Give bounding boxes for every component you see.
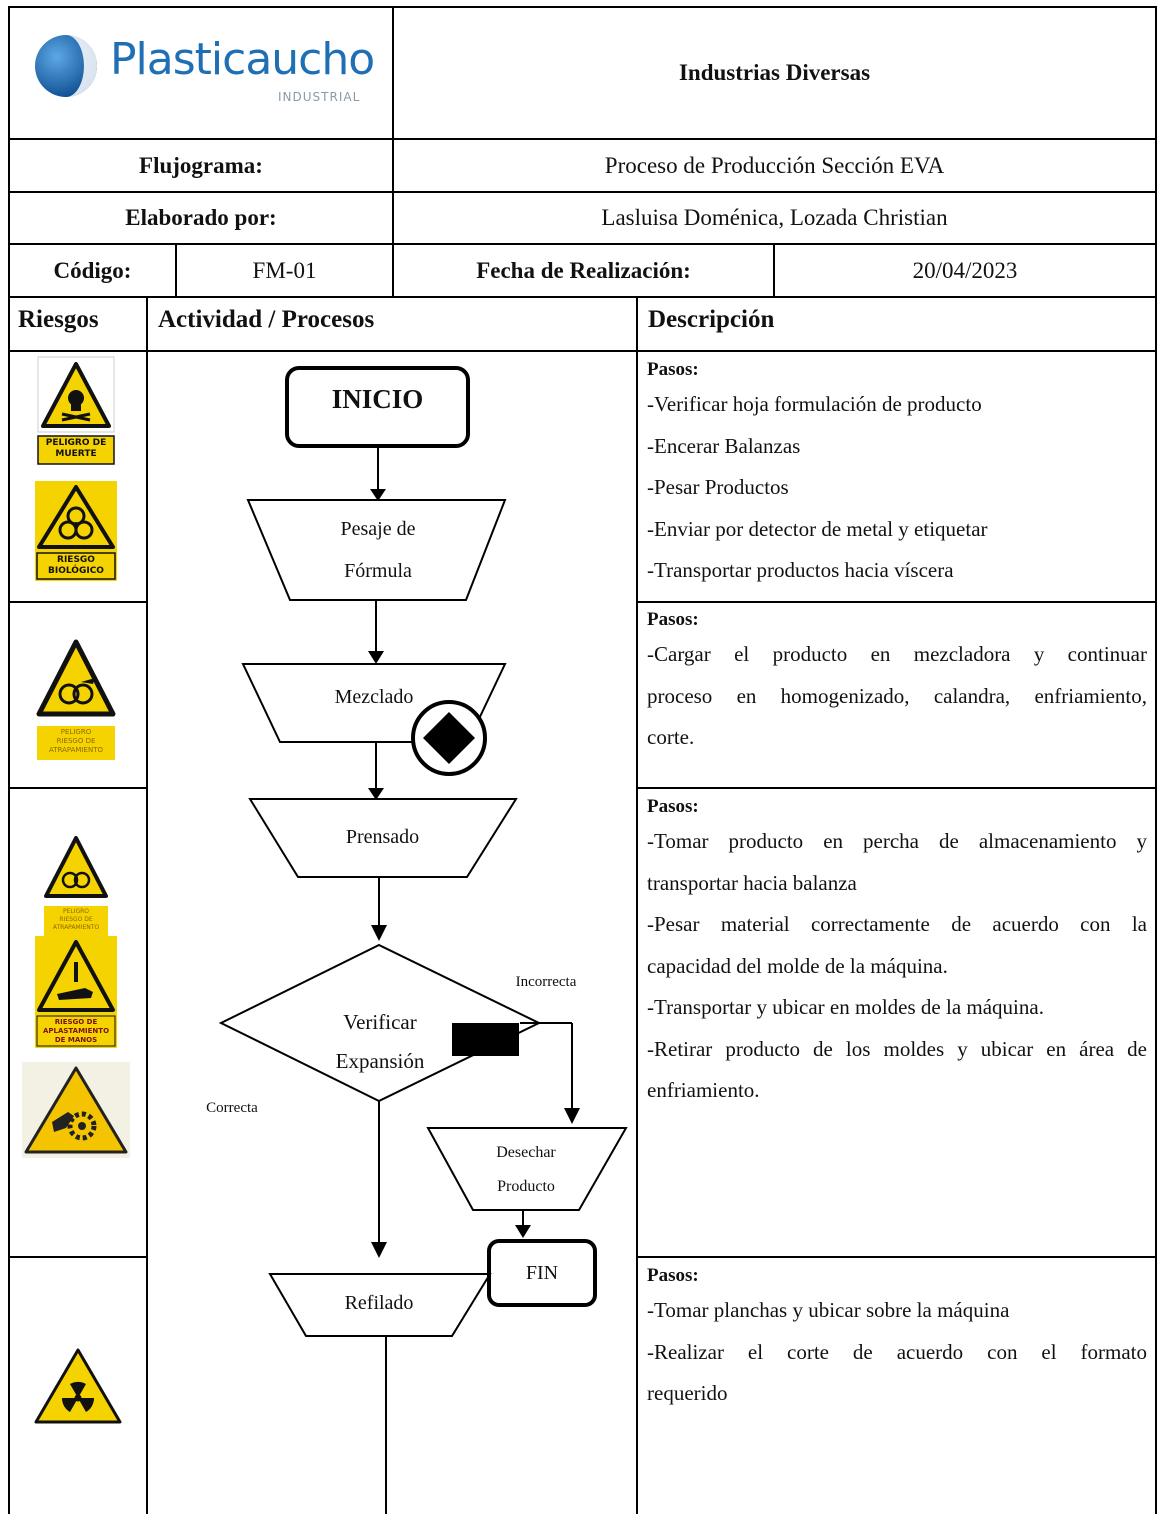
flow-value: Proceso de Producción Sección EVA: [604, 152, 945, 178]
description-block-1: Pasos: -Verificar hoja formulación de pr…: [647, 356, 1147, 592]
description-line: requerido: [647, 1381, 728, 1405]
description-line: -Cargar el producto en mezcladora y cont…: [647, 642, 1147, 666]
mixing-connector-icon: [411, 700, 487, 776]
sign-caption: PELIGRO RIESGO DE ATRAPAMIENTO: [45, 908, 107, 932]
sign-radiation: [34, 1346, 122, 1426]
decision-label-1: Verificar: [343, 1010, 417, 1034]
sign-gear-hazard: [22, 1062, 130, 1158]
code-value: FM-01: [252, 257, 317, 283]
logo-subtext: INDUSTRIAL: [278, 90, 361, 104]
author-label: Elaborado por:: [125, 205, 277, 230]
pressing-shape: [248, 798, 518, 878]
description-line: -Realizar el corte de acuerdo con el for…: [647, 1339, 1147, 1364]
description-block-3: Pasos: -Tomar producto en percha de alma…: [647, 793, 1147, 1112]
weighing-label-1: Pesaje de: [340, 518, 416, 540]
flow-label: Flujograma:: [139, 152, 263, 178]
radiation-icon: [34, 1346, 122, 1426]
description-line: enfriamiento.: [647, 1078, 760, 1102]
entrapment-icon: [42, 828, 110, 940]
entrapment-icon: [35, 622, 117, 762]
date-label: Fecha de Realización:: [476, 257, 691, 283]
sign-caption-line: ATRAPAMIENTO: [48, 746, 103, 754]
discard-label-2: Producto: [497, 1178, 555, 1195]
column-description: Descripción: [648, 306, 775, 333]
mixing-label: Mezclado: [334, 686, 414, 708]
sign-entrapment-small: PELIGRO RIESGO DE ATRAPAMIENTO: [42, 828, 110, 940]
gear-hazard-icon: [22, 1062, 130, 1158]
description-title: Pasos:: [647, 359, 699, 380]
description-line: -Enviar por detector de metal y etiqueta…: [647, 516, 988, 541]
company-logo: Plasticaucho INDUSTRIAL: [30, 30, 375, 110]
description-line: -Transportar y ubicar en moldes de la má…: [647, 995, 1044, 1019]
sign-hand-crush: RIESGO DE APLASTAMIENTO DE MANOS: [35, 936, 117, 1048]
description-block-4: Pasos: -Tomar planchas y ubicar sobre la…: [647, 1262, 1147, 1415]
sign-caption-line: DE MANOS: [54, 1036, 98, 1044]
author-value: Lasluisa Doménica, Lozada Christian: [601, 205, 948, 230]
description-title: Pasos:: [647, 609, 699, 630]
sign-death-hazard: PELIGRO DE MUERTE: [37, 356, 115, 466]
description-line: -Verificar hoja formulación de producto: [647, 392, 982, 416]
start-label: INICIO: [331, 384, 424, 414]
description-line: -Pesar Productos: [647, 475, 789, 499]
description-line: capacidad del molde de la máquina.: [647, 953, 948, 978]
description-line: -Encerar Balanzas: [647, 433, 801, 458]
biohazard-icon: [35, 481, 117, 581]
logo-mark-icon: [35, 35, 97, 97]
description-line: -Tomar planchas y ubicar sobre la máquin…: [647, 1298, 1010, 1322]
description-title: Pasos:: [647, 796, 699, 817]
skull-hazard-icon: [37, 356, 115, 465]
logo-text: Plasticaucho: [110, 34, 375, 85]
sign-caption-line: RIESGO DE: [59, 916, 93, 923]
sign-caption: PELIGRO DE MUERTE: [45, 438, 107, 459]
description-line: corte.: [647, 725, 695, 749]
date-value: 20/04/2023: [912, 257, 1018, 283]
description-line: -Pesar material correctamente de acuerdo…: [647, 912, 1147, 936]
code-label: Código:: [53, 257, 132, 283]
pressing-label: Prensado: [345, 826, 420, 848]
description-line: proceso en homogenizado, calandra, enfri…: [647, 683, 1147, 708]
sign-caption: RIESGO BIOLÓGICO: [48, 555, 104, 576]
weighing-label-2: Fórmula: [344, 560, 412, 582]
description-line: -Tomar producto en percha de almacenamie…: [647, 829, 1147, 853]
sign-caption: RIESGO DE APLASTAMIENTO DE MANOS: [38, 1018, 114, 1045]
weighing-shape: [246, 499, 507, 601]
sign-caption-line: RIESGO DE: [56, 737, 96, 745]
discard-shape: [426, 1127, 628, 1211]
decision-marker-box: [452, 1023, 519, 1056]
correct-label: Correcta: [206, 1100, 258, 1116]
sign-caption-line: PELIGRO: [60, 728, 92, 736]
description-line: -Retirar producto de los moldes y ubicar…: [647, 1036, 1147, 1061]
description-line: transportar hacia balanza: [647, 870, 857, 895]
column-risks: Riesgos: [18, 306, 99, 333]
sign-biohazard: RIESGO BIOLÓGICO: [35, 481, 117, 581]
description-block-2: Pasos: -Cargar el producto en mezcladora…: [647, 606, 1147, 759]
sign-entrapment: PELIGRO RIESGO DE ATRAPAMIENTO: [35, 622, 117, 762]
decision-label-2: Expansión: [335, 1049, 425, 1073]
description-title: Pasos:: [647, 1265, 699, 1286]
sign-caption-line: ATRAPAMIENTO: [52, 924, 100, 931]
trimming-label: Refilado: [344, 1292, 414, 1314]
arrowheads: [368, 489, 580, 1258]
discard-label-1: Desechar: [496, 1144, 556, 1161]
trimming-shape: [268, 1273, 492, 1337]
sign-caption-line: PELIGRO: [62, 908, 90, 915]
company-name: Industrias Diversas: [678, 60, 871, 85]
sign-caption-line: RIESGO DE: [54, 1018, 98, 1026]
incorrect-label: Incorrecta: [515, 974, 577, 990]
description-line: -Transportar productos hacia víscera: [647, 558, 954, 582]
sign-caption: PELIGRO RIESGO DE ATRAPAMIENTO: [39, 728, 113, 755]
end-label: FIN: [525, 1262, 559, 1284]
column-activity: Actividad / Procesos: [158, 306, 375, 333]
sign-caption-line: APLASTAMIENTO: [42, 1027, 110, 1035]
hand-crush-icon: [35, 936, 117, 1048]
